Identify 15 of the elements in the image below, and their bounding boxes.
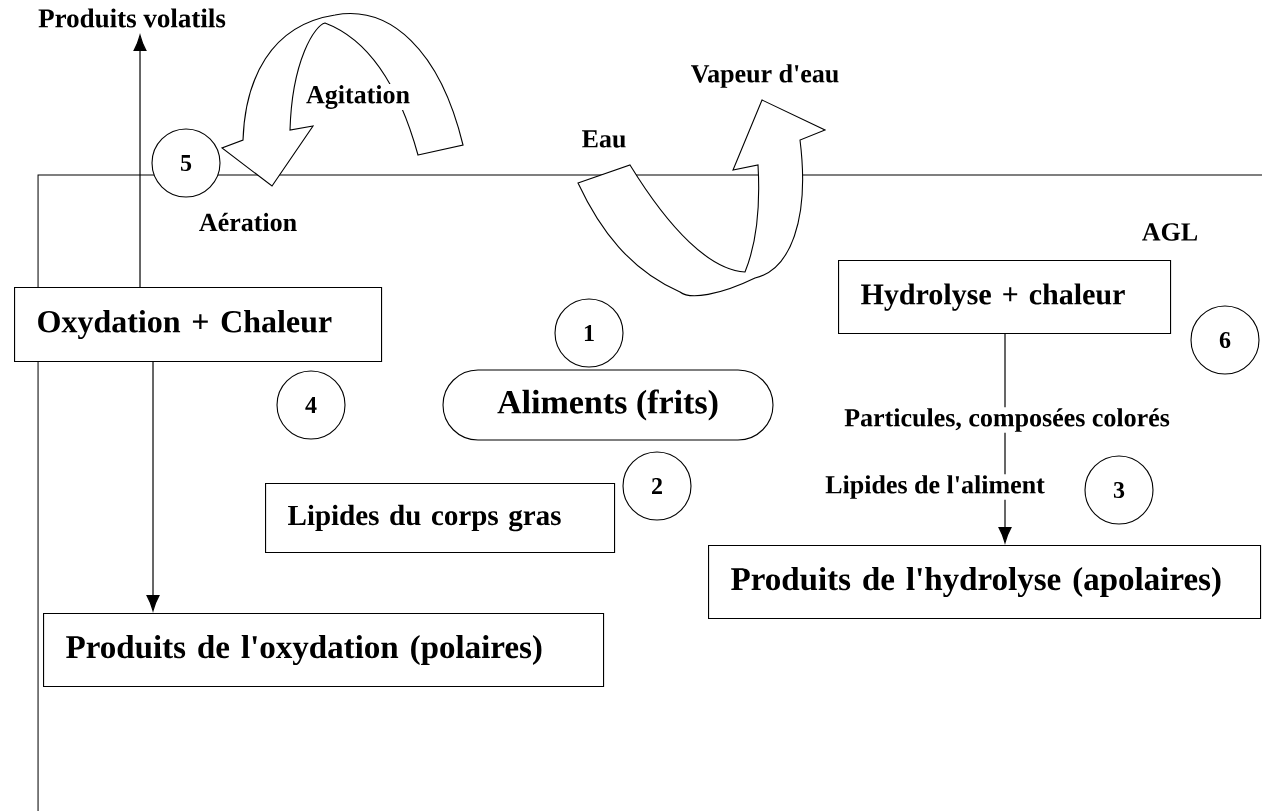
text-label: Eau [580, 129, 628, 149]
text-label: Particules, composées colorés [843, 407, 1171, 433]
node-text: Produits volatils [38, 8, 226, 28]
text-label: Vapeur d'eau [689, 63, 841, 89]
arrow [133, 34, 147, 288]
arrow [146, 361, 160, 612]
process-box: Oxydation + Chaleur [14, 287, 383, 363]
text-label: Lipides de l'aliment [824, 474, 1046, 500]
text-label: AGL [1140, 222, 1200, 242]
process-box: Produits de l'hydrolyse (apolaires) [708, 545, 1262, 620]
process-box: Produits de l'oxydation (polaires) [43, 613, 605, 688]
text-label: Aération [197, 211, 299, 233]
process-box: Hydrolyse + chaleur [838, 260, 1172, 335]
text-label: Agitation [305, 84, 411, 110]
process-box: Lipides du corps gras [265, 483, 616, 554]
